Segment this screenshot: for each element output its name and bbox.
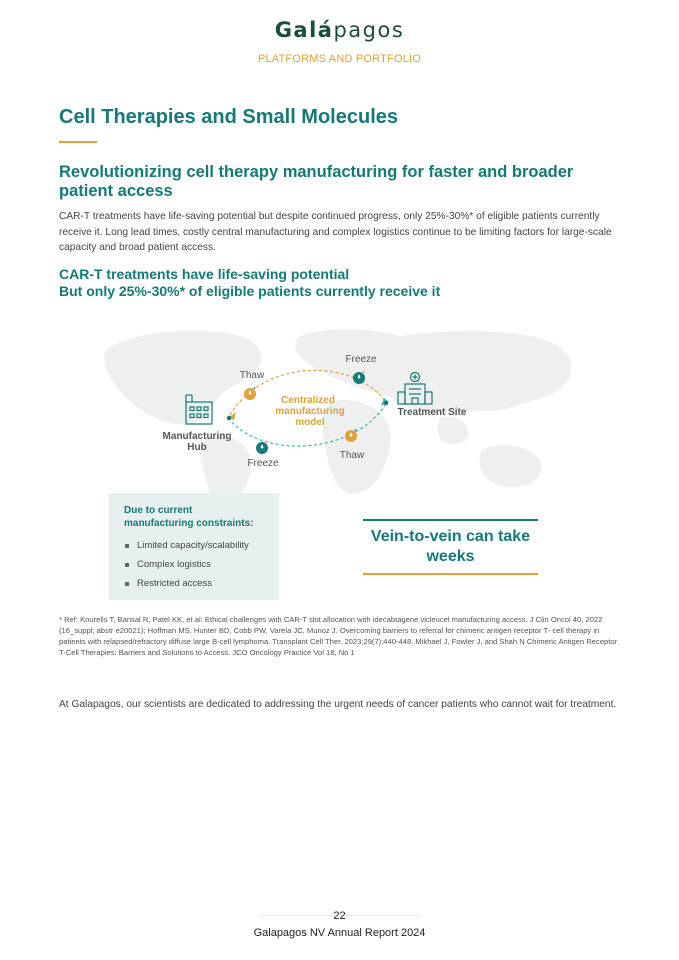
- treatment-site-label: Treatment Site: [398, 407, 467, 418]
- constraints-list: Limited capacity/scalability Complex log…: [124, 540, 279, 589]
- company-logo: Galápagos: [0, 18, 679, 42]
- vial-icon: [256, 441, 268, 454]
- logo-light-text: pagos: [333, 18, 405, 42]
- list-item: Restricted access: [124, 578, 279, 589]
- page-title: Cell Therapies and Small Molecules: [59, 106, 399, 128]
- world-map-background: [104, 329, 572, 500]
- intro-paragraph: CAR-T treatments have life-saving potent…: [59, 211, 612, 253]
- title-underline: [59, 141, 97, 143]
- vein-to-vein-callout: Vein-to-vein can take weeks: [363, 519, 538, 575]
- closing-statement: At Galapagos, our scientists are dedicat…: [59, 699, 617, 710]
- thaw-right-label: Thaw: [340, 450, 365, 461]
- section-label: PLATFORMS AND PORTFOLIO: [257, 53, 422, 65]
- freeze-bottom-label: Freeze: [247, 458, 279, 469]
- footer-divider: [259, 915, 421, 916]
- page-number: 22: [333, 910, 346, 922]
- list-item: Complex logistics: [124, 559, 279, 570]
- vial-icon: [244, 387, 256, 400]
- hub-label-line-2: Hub: [187, 442, 206, 453]
- center-label-line-2: manufacturing: [275, 406, 344, 417]
- center-label-line-1: Centralized: [281, 395, 335, 406]
- section-headline: CAR-T treatments have life-saving potent…: [59, 266, 625, 300]
- manufacturing-cycle-diagram: Freeze Thaw Centralized manufacturing mo…: [104, 329, 572, 500]
- vial-icon: [353, 371, 365, 384]
- hub-label-line-1: Manufacturing: [163, 431, 232, 442]
- page-subtitle: Revolutionizing cell therapy manufacturi…: [59, 163, 574, 200]
- cycle-path-upper: [229, 369, 387, 416]
- headline-line-1: CAR-T treatments have life-saving potent…: [59, 266, 350, 282]
- report-name: Galapagos NV Annual Report 2024: [253, 927, 426, 939]
- logo-bold-text: Galá: [274, 18, 334, 42]
- callout-line-1: Vein-to-vein can take: [370, 528, 531, 545]
- center-label-line-3: model: [295, 417, 325, 428]
- constraints-title-line-2: manufacturing constraints:: [124, 517, 254, 529]
- freeze-top-label: Freeze: [345, 354, 377, 365]
- constraints-box: Due to current manufacturing constraints…: [109, 493, 279, 600]
- callout-line-2: weeks: [426, 548, 475, 565]
- constraints-title: Due to current manufacturing constraints…: [124, 505, 279, 530]
- factory-icon: [185, 394, 213, 425]
- reference-footnote: * Ref: Kourelis T, Bansal R, Patel KK, e…: [59, 615, 618, 657]
- hospital-icon: [397, 371, 433, 405]
- headline-line-2: But only 25%-30%* of eligible patients c…: [59, 283, 441, 299]
- cycle-path-lower: [229, 403, 387, 447]
- vial-icon: [345, 429, 357, 442]
- thaw-left-label: Thaw: [240, 370, 265, 381]
- site-node-dot: [383, 400, 389, 406]
- constraints-title-line-1: Due to current: [124, 505, 193, 516]
- hub-node-dot: [226, 415, 232, 421]
- list-item: Limited capacity/scalability: [124, 540, 279, 551]
